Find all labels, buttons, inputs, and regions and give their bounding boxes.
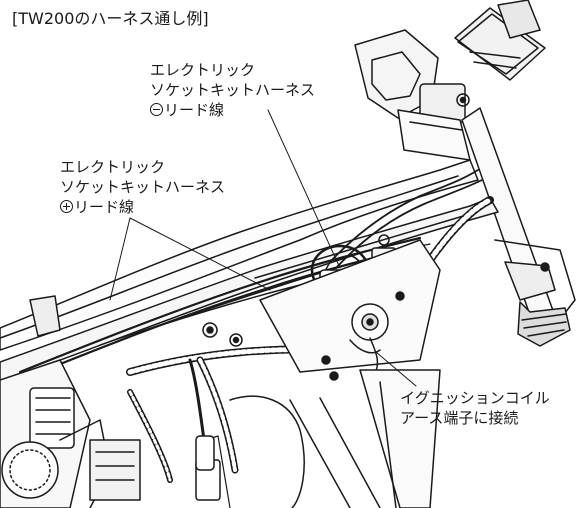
callout-negative-lead: エレクトリック ソケットキットハーネス リード線 (150, 60, 315, 120)
callout-negative-line3: リード線 (150, 100, 315, 120)
callout-ground-line2: アース端子に接続 (400, 409, 519, 427)
callout-negative-line1: エレクトリック (150, 61, 256, 79)
callout-positive-line1: エレクトリック (60, 158, 166, 176)
main-frame (0, 159, 499, 383)
callout-positive-line3: リード線 (60, 197, 225, 217)
battery-box (202, 234, 441, 381)
callout-positive-line3-text: リード線 (74, 198, 135, 216)
callout-ground-terminal: イグニッションコイル アース端子に接続 (400, 388, 550, 428)
callout-negative-line2: ソケットキットハーネス (150, 81, 316, 99)
plus-circle-icon (60, 200, 73, 213)
callout-ground-line1: イグニッションコイル (400, 389, 550, 407)
callout-negative-line3-text: リード線 (164, 101, 225, 119)
steering-head (354, 0, 546, 161)
engine-area (0, 295, 305, 508)
rear-frame (289, 369, 441, 508)
diagram-title: [TW200のハーネス通し例] (12, 9, 209, 28)
callout-positive-lead: エレクトリック ソケットキットハーネス リード線 (60, 157, 225, 217)
front-fork (461, 107, 576, 347)
minus-circle-icon (150, 103, 163, 116)
leader-lines (109, 109, 417, 387)
plug-cable (188, 358, 215, 471)
callout-positive-line2: ソケットキットハーネス (60, 178, 226, 196)
